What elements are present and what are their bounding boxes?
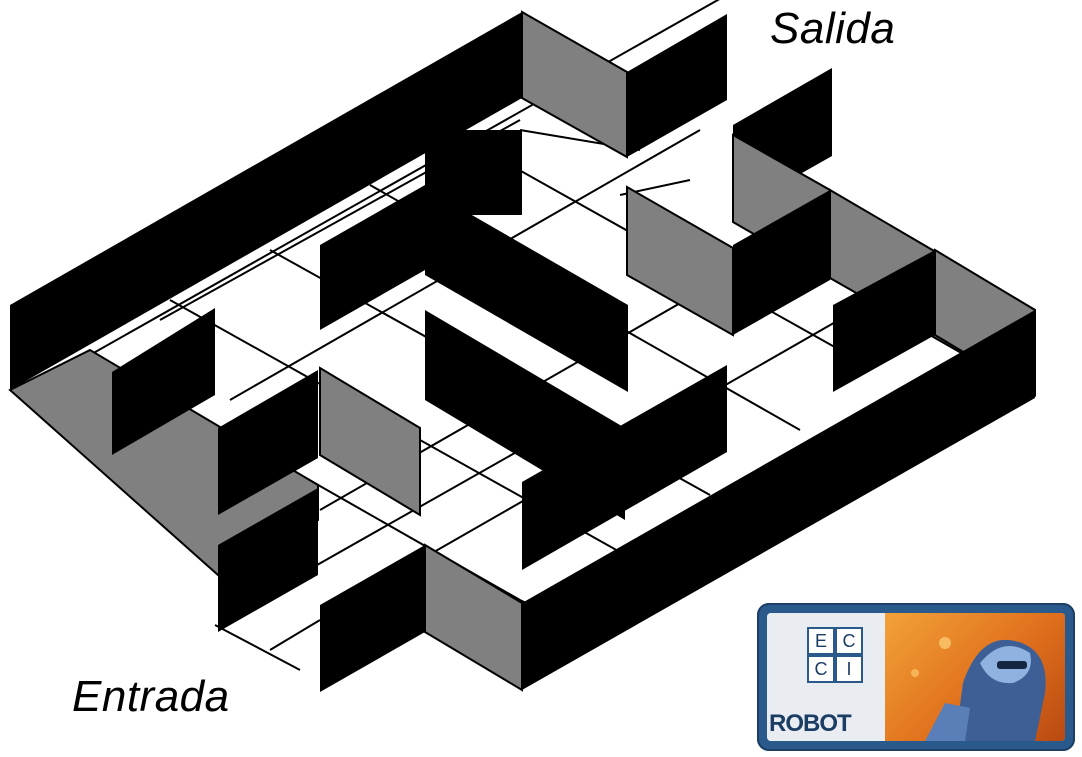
wall-grey-panel-center <box>320 368 420 515</box>
exit-label: Salida <box>770 4 895 54</box>
wall-center-upper <box>320 185 425 330</box>
badge-letter: C <box>835 627 863 655</box>
badge-letter: E <box>807 627 835 655</box>
maze-walls <box>10 12 1035 692</box>
wall-center-short <box>425 130 522 215</box>
wall-entry-right <box>320 545 425 692</box>
badge-inner-panel: E C C I ROBOT <box>767 613 1065 741</box>
wall-top-right-segment <box>627 14 727 157</box>
wall-grey-panel-upper <box>627 187 733 335</box>
wall-entry-grey-face <box>425 545 522 690</box>
ecci-logo-icon: E C C I ROBOT <box>767 613 885 741</box>
badge-robot-word: ROBOT <box>769 710 851 738</box>
ecci-robot-badge: E C C I ROBOT <box>757 603 1075 751</box>
wall-top-grey-face <box>522 12 627 157</box>
robot-character-icon <box>885 613 1065 741</box>
entry-label: Entrada <box>72 672 230 722</box>
badge-letter: C <box>807 655 835 683</box>
badge-letter: I <box>835 655 863 683</box>
